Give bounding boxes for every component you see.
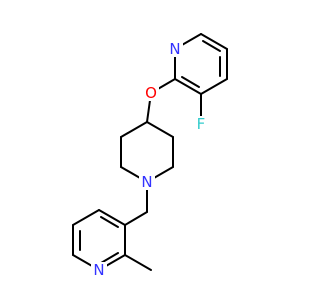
atom-label-n-upper: N xyxy=(169,40,180,58)
atom-label-n-lower: N xyxy=(93,261,104,279)
structure-drawing: N O F N N xyxy=(72,33,228,279)
atom-n-upper: N xyxy=(167,40,183,58)
bond xyxy=(124,211,148,226)
bond xyxy=(98,209,126,226)
bond xyxy=(146,121,174,138)
bond xyxy=(124,254,152,271)
bond xyxy=(200,33,228,50)
double-bond-inner xyxy=(181,76,200,88)
double-bond-inner xyxy=(202,40,221,52)
atom-n-piperidine: N xyxy=(139,173,155,191)
molecule-canvas: N O F N N xyxy=(72,33,228,279)
bond xyxy=(200,78,228,95)
upper-pyridine-ring xyxy=(174,33,228,95)
atom-n-lower: N xyxy=(91,261,107,279)
bond xyxy=(120,121,148,138)
atom-f: F xyxy=(194,115,208,133)
atom-label-n-piperidine: N xyxy=(141,173,152,191)
atom-o: O xyxy=(143,84,159,102)
double-bond-inner xyxy=(100,252,119,264)
atom-label-o: O xyxy=(145,84,157,102)
atom-label-f: F xyxy=(197,115,206,133)
bond xyxy=(174,78,202,95)
bond xyxy=(72,209,100,226)
double-bond-inner xyxy=(100,216,119,228)
